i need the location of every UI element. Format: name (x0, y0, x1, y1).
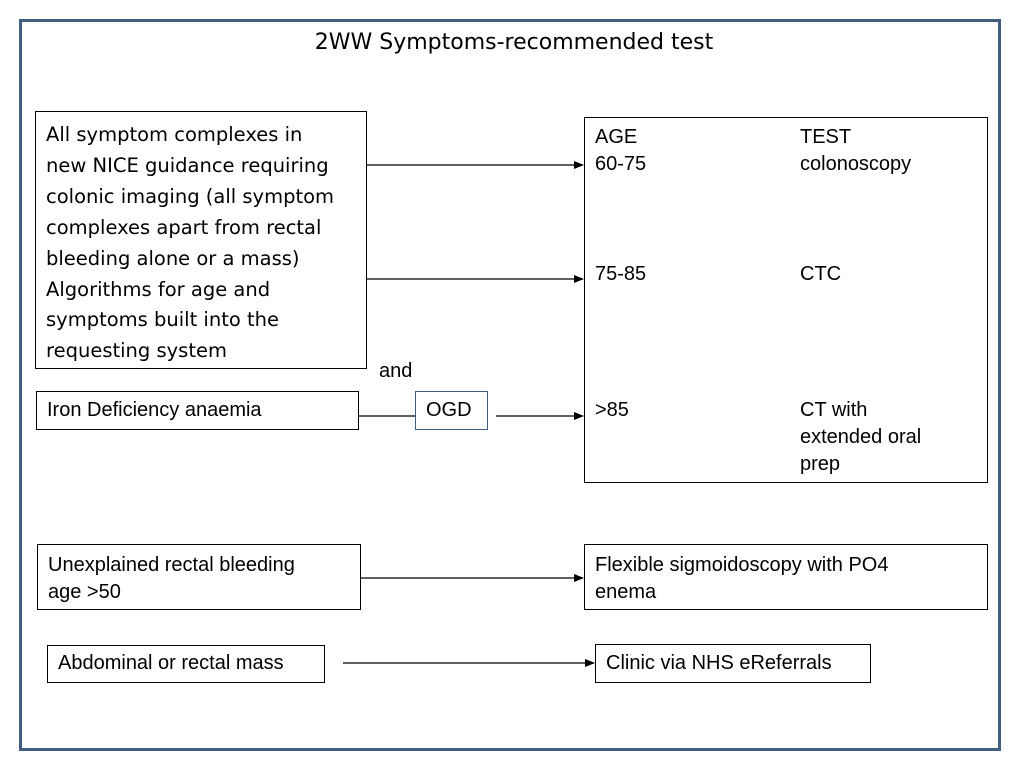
main-line-2: new NICE guidance requiring (46, 153, 329, 177)
main-line-5: bleeding alone or a mass) (46, 246, 300, 270)
test-ctc: CTC (800, 263, 842, 285)
test-ct-line-1: CT with (800, 399, 868, 421)
clinic-referral-box: Clinic via NHS eReferrals (595, 644, 871, 683)
test-ct-line-3: prep (800, 453, 841, 475)
flexi-line-2: enema (595, 581, 657, 603)
age-over-85: >85 (595, 399, 629, 421)
test-colonoscopy: colonoscopy (800, 153, 912, 175)
page-title: 2WW Symptoms-recommended test (314, 30, 714, 55)
age-test-table-box: AGE TEST 60-75 colonoscopy 75-85 CTC >85… (584, 117, 988, 483)
iron-deficiency-box: Iron Deficiency anaemia (36, 391, 359, 430)
main-line-6: Algorithms for age and (46, 277, 271, 301)
ogd-box: OGD (415, 391, 488, 430)
header-test: TEST (800, 126, 852, 148)
test-ct-line-2: extended oral (800, 426, 922, 448)
flexi-line-1: Flexible sigmoidoscopy with PO4 (595, 554, 889, 576)
and-label: and (379, 360, 413, 382)
main-line-7: symptoms built into the (46, 308, 279, 332)
abdominal-mass-box: Abdominal or rectal mass (47, 645, 325, 683)
main-line-4: complexes apart from rectal (46, 215, 322, 239)
header-age: AGE (595, 126, 638, 148)
flexible-sigmoidoscopy-box: Flexible sigmoidoscopy with PO4 enema (584, 544, 988, 610)
symptom-complexes-box: All symptom complexes in new NICE guidan… (35, 111, 367, 369)
main-line-8: requesting system (46, 339, 227, 363)
age-75-85: 75-85 (595, 263, 647, 285)
slide-frame (19, 19, 1001, 751)
age-60-75: 60-75 (595, 153, 647, 175)
main-line-1: All symptom complexes in (46, 123, 303, 146)
rectal-bleeding-box: Unexplained rectal bleeding age >50 (37, 544, 361, 610)
main-line-3: colonic imaging (all symptom (46, 184, 335, 208)
rectal-line-2: age >50 (48, 581, 121, 603)
rectal-line-1: Unexplained rectal bleeding (48, 554, 295, 576)
